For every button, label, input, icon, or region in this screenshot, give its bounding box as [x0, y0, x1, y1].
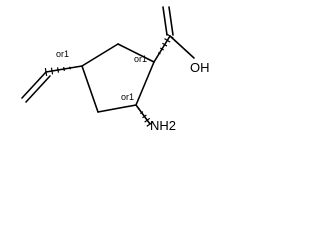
- chemical-structure: OH NH2 or1 or1 or1: [21, 6, 210, 133]
- wedge-hash-mark: [159, 47, 165, 51]
- ring-bond-c4-c5: [81, 43, 119, 67]
- stereo-label-c4: or1: [56, 49, 69, 59]
- wedge-hash-mark: [146, 121, 154, 127]
- stereo-label-c2: or1: [121, 92, 134, 102]
- wedge-hash-mark: [162, 42, 168, 47]
- wedge-hash-mark: [44, 67, 48, 77]
- ring-bond-c2-c3: [97, 104, 137, 113]
- wedge-hash-mark: [142, 114, 147, 119]
- ring-bond-c3-c4: [81, 65, 99, 113]
- wedge-hash-mark: [144, 117, 151, 123]
- amino-label: NH2: [150, 118, 176, 133]
- hydroxyl-label: OH: [190, 60, 210, 75]
- hashed-wedge-c2-amino: [137, 107, 154, 127]
- wedge-hash-mark: [166, 33, 174, 39]
- wedge-hash-mark: [56, 67, 60, 73]
- vinyl-double-bond-a: [21, 71, 47, 99]
- wedge-hash-mark: [139, 111, 144, 115]
- stereo-label-c1: or1: [134, 54, 147, 64]
- wedge-hash-mark: [157, 52, 161, 55]
- bond-c2-amino: [135, 104, 151, 125]
- hashed-wedge-c4-vinyl: [44, 66, 77, 77]
- wedge-hash-mark: [63, 66, 65, 72]
- wedge-hash-mark: [137, 107, 140, 110]
- carbonyl-double-bond-b: [168, 6, 174, 36]
- wedge-hash-mark: [50, 67, 54, 75]
- wedge-hash-mark: [164, 38, 171, 43]
- ring-bond-c1-c2: [135, 61, 155, 106]
- ring-bond-c5-c1: [117, 43, 155, 63]
- bond-carboxyl-hydroxyl: [169, 35, 195, 59]
- vinyl-double-bond-b: [25, 75, 51, 103]
- wedge-hash-mark: [155, 56, 158, 59]
- carbonyl-double-bond-a: [162, 6, 168, 36]
- hashed-wedge-c1-c5: [155, 33, 174, 59]
